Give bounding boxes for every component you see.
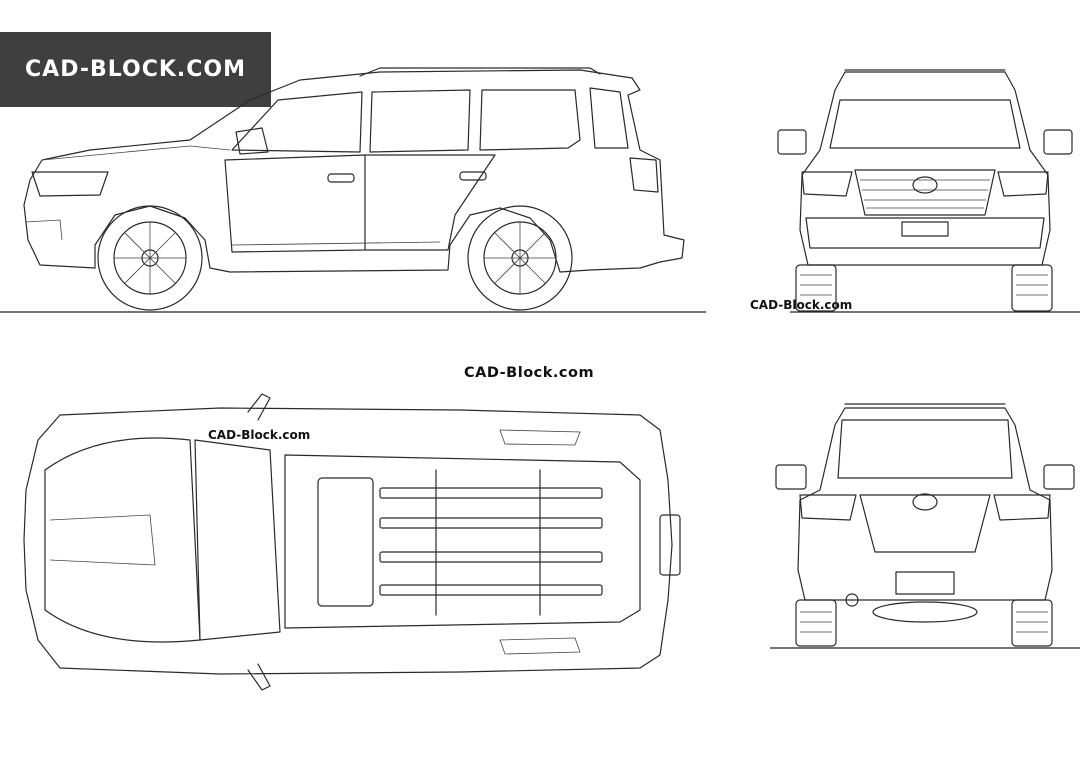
top-mirror-right [247,663,271,691]
top-mirror-left [247,393,271,421]
side-door-handle-front [327,173,355,183]
front-bumper [805,217,1045,249]
side-hood-line [41,145,231,161]
front-logo [912,176,938,194]
top-windshield [194,439,281,641]
side-bumper-line [25,219,63,241]
logo-text: CAD-BLOCK.COM [25,57,246,82]
watermark-front-view: CAD-Block.com [750,298,853,312]
side-roof-rail [359,67,601,77]
watermark-center: CAD-Block.com [464,365,595,381]
front-tire-left [795,264,837,312]
front-grille [854,169,996,216]
rear-tow-hitch [845,593,859,607]
rear-logo [912,493,938,511]
front-view [777,69,1080,313]
side-window-quarter [589,87,629,149]
rear-spare-tire [872,601,978,623]
side-door-front [224,154,366,253]
side-mirror [235,127,269,155]
side-door-rear [364,154,496,251]
front-plate [901,221,949,237]
side-taillight [629,157,659,193]
watermark-top-view: CAD-Block.com [208,428,311,442]
top-roof-rack [379,469,603,616]
front-windshield [829,99,1021,149]
logo-badge: CAD-BLOCK.COM [0,32,271,107]
front-headlight-left [801,171,853,197]
top-hood-bulge [49,514,156,566]
rear-tire-tread [800,611,1048,633]
top-sunroof [317,477,374,607]
front-mirror-left [777,129,807,155]
front-tire-tread [800,274,1048,296]
side-wheel-front [97,205,203,311]
side-window-rear [479,89,581,151]
rear-tire-right [1011,599,1053,647]
rear-tire-left [795,599,837,647]
rear-tailgate [859,494,991,553]
rear-taillight-left [799,494,857,521]
top-hood [44,437,201,643]
rear-view [770,403,1080,649]
top-roof [284,454,641,629]
side-body-outline [23,69,685,273]
front-tire-right [1011,264,1053,312]
rear-body-outline [797,407,1053,601]
side-window-middle [369,89,471,153]
side-window-front [231,91,363,153]
front-mirror-right [1043,129,1073,155]
front-headlight-right [997,171,1049,197]
side-wheel-rear [467,205,573,311]
top-side-windows [499,429,581,655]
top-body-outline [23,407,673,675]
rear-window [837,419,1013,479]
rear-mirror-left [775,464,807,490]
rear-plate [895,571,955,595]
side-door-handle-rear [459,171,487,181]
rear-taillight-right [993,494,1051,521]
side-view [0,67,706,313]
side-rocker-trim [231,241,441,246]
side-headlight [31,171,109,197]
rear-mirror-right [1043,464,1075,490]
front-grille-bars [860,179,990,209]
top-view [23,393,681,691]
top-spare-tire [659,514,681,576]
